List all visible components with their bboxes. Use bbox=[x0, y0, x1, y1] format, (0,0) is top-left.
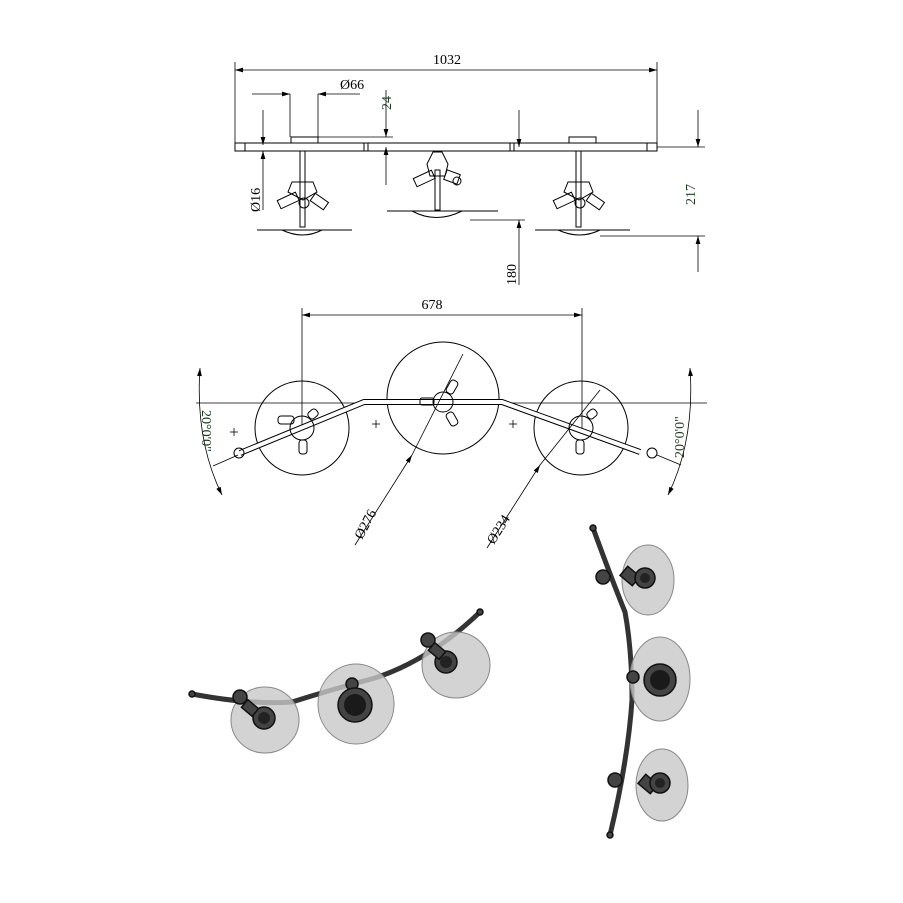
extension-line bbox=[212, 454, 239, 467]
spot-arm bbox=[575, 439, 585, 455]
spot-arm bbox=[307, 408, 319, 420]
leader-line-side-disc bbox=[539, 389, 601, 466]
spot-hub-center bbox=[432, 391, 454, 413]
end-cap-right bbox=[646, 447, 658, 459]
canopy-right bbox=[568, 136, 597, 144]
angle-arc-left bbox=[197, 367, 223, 496]
track-bar bbox=[234, 142, 658, 152]
angle-arc-right bbox=[667, 367, 693, 496]
leader-line-side-disc bbox=[486, 464, 541, 549]
spot-arm bbox=[445, 379, 459, 395]
front-view: 1032 Ø66 24 Ø16 217 180 bbox=[234, 53, 705, 285]
spot-arm bbox=[419, 397, 435, 406]
dim-side-height: 217 bbox=[684, 184, 699, 205]
disc-right bbox=[533, 380, 629, 476]
spot-mount bbox=[607, 772, 623, 788]
perspective-view-vertical bbox=[589, 524, 691, 839]
center-mark bbox=[230, 428, 238, 436]
canopy-left bbox=[290, 136, 319, 144]
dim-tube-diameter: Ø16 bbox=[249, 188, 264, 212]
dim-left-angle: 20°0'0" bbox=[198, 410, 213, 452]
dim-canopy-diameter: Ø66 bbox=[340, 78, 364, 93]
leader-line-center-disc bbox=[411, 353, 464, 456]
dim-right-angle: 20°0'0" bbox=[673, 416, 688, 458]
rod-end bbox=[606, 831, 614, 839]
spot-left-front bbox=[257, 150, 352, 236]
spot-mount bbox=[420, 632, 436, 648]
dim-spot-spacing: 678 bbox=[422, 298, 443, 313]
spot-mount bbox=[626, 670, 640, 684]
perspective-view-horizontal bbox=[188, 608, 491, 754]
spot-mount bbox=[595, 569, 611, 585]
rod-end bbox=[589, 524, 597, 532]
spot-center-front bbox=[387, 151, 498, 218]
track-rod bbox=[590, 525, 635, 838]
spot-lens bbox=[655, 778, 665, 788]
spot-arm bbox=[277, 415, 295, 425]
rod-end bbox=[476, 608, 484, 616]
spot-lens bbox=[344, 694, 366, 716]
spot-arm bbox=[240, 698, 260, 718]
spot-arm bbox=[586, 408, 598, 420]
spot-mount bbox=[232, 689, 248, 705]
spot-lens bbox=[440, 656, 452, 668]
disc-left bbox=[254, 380, 350, 476]
center-mark bbox=[509, 420, 517, 428]
spot-lens bbox=[258, 712, 270, 724]
rod-end bbox=[188, 690, 196, 698]
center-mark bbox=[372, 420, 380, 428]
end-cap-left bbox=[234, 142, 246, 152]
end-cap-left bbox=[233, 447, 245, 459]
disc-center bbox=[386, 341, 500, 455]
dim-side-disc-diameter: Ø234 bbox=[485, 513, 514, 547]
dim-canopy-height: 24 bbox=[380, 96, 395, 110]
spot-arm bbox=[445, 411, 459, 427]
spot-right-front bbox=[535, 150, 630, 236]
dim-center-height: 180 bbox=[505, 264, 520, 285]
spot-lens bbox=[650, 670, 670, 690]
end-cap-right bbox=[646, 142, 658, 152]
spot-arm bbox=[427, 641, 447, 661]
dim-center-disc-diameter: Ø276 bbox=[352, 507, 380, 542]
leader-line-center-disc bbox=[354, 454, 413, 546]
spot-lens bbox=[640, 573, 650, 583]
dim-overall-width: 1032 bbox=[433, 53, 461, 68]
spot-arm bbox=[298, 439, 308, 455]
extension-line bbox=[656, 454, 682, 466]
top-view: 678 20°0'0" 20°0 bbox=[196, 298, 707, 549]
